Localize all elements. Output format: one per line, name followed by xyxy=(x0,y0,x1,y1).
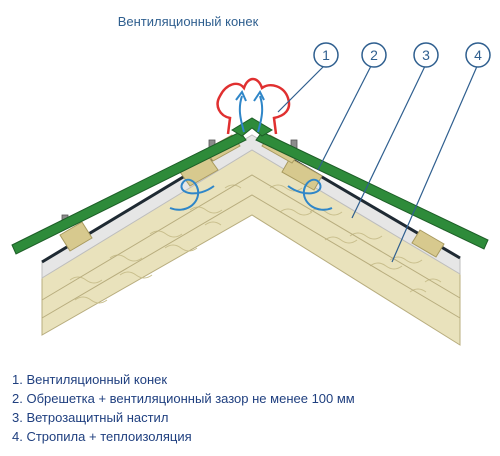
callout-1-circle xyxy=(313,42,339,68)
callout-2-circle xyxy=(361,42,387,68)
callout-1-label: 1 xyxy=(322,47,330,63)
callout-3-circle xyxy=(413,42,439,68)
diagram-title: Вентиляционный конек xyxy=(117,14,259,29)
legend-list: 1. Вентиляционный конек 2. Обрешетка + в… xyxy=(12,370,492,446)
ridge-cross-section: 1 2 3 4 xyxy=(11,42,491,346)
ridge-vent-cap xyxy=(216,77,291,135)
legend-item-rafters-insulation: 4. Стропила + теплоизоляция xyxy=(12,429,192,444)
legend-item-ridge-vent: 1. Вентиляционный конек xyxy=(12,372,168,387)
callout-4-circle xyxy=(465,42,491,68)
callout-3-label: 3 xyxy=(422,47,430,63)
callout-circles: 1 2 3 4 xyxy=(313,42,491,68)
legend-item-battens-gap: 2. Обрешетка + вентиляционный зазор не м… xyxy=(12,391,355,406)
air-flow-arrows xyxy=(169,90,333,211)
callout-2-label: 2 xyxy=(370,47,378,63)
metal-roofing-sheets xyxy=(11,117,489,255)
legend-item-wind-board: 3. Ветрозащитный настил xyxy=(12,410,169,425)
callout-4-label: 4 xyxy=(474,47,482,63)
wind-protection-board-layer xyxy=(41,134,461,279)
rafters-insulation-layer xyxy=(41,147,461,346)
callout-leaders xyxy=(277,63,479,263)
